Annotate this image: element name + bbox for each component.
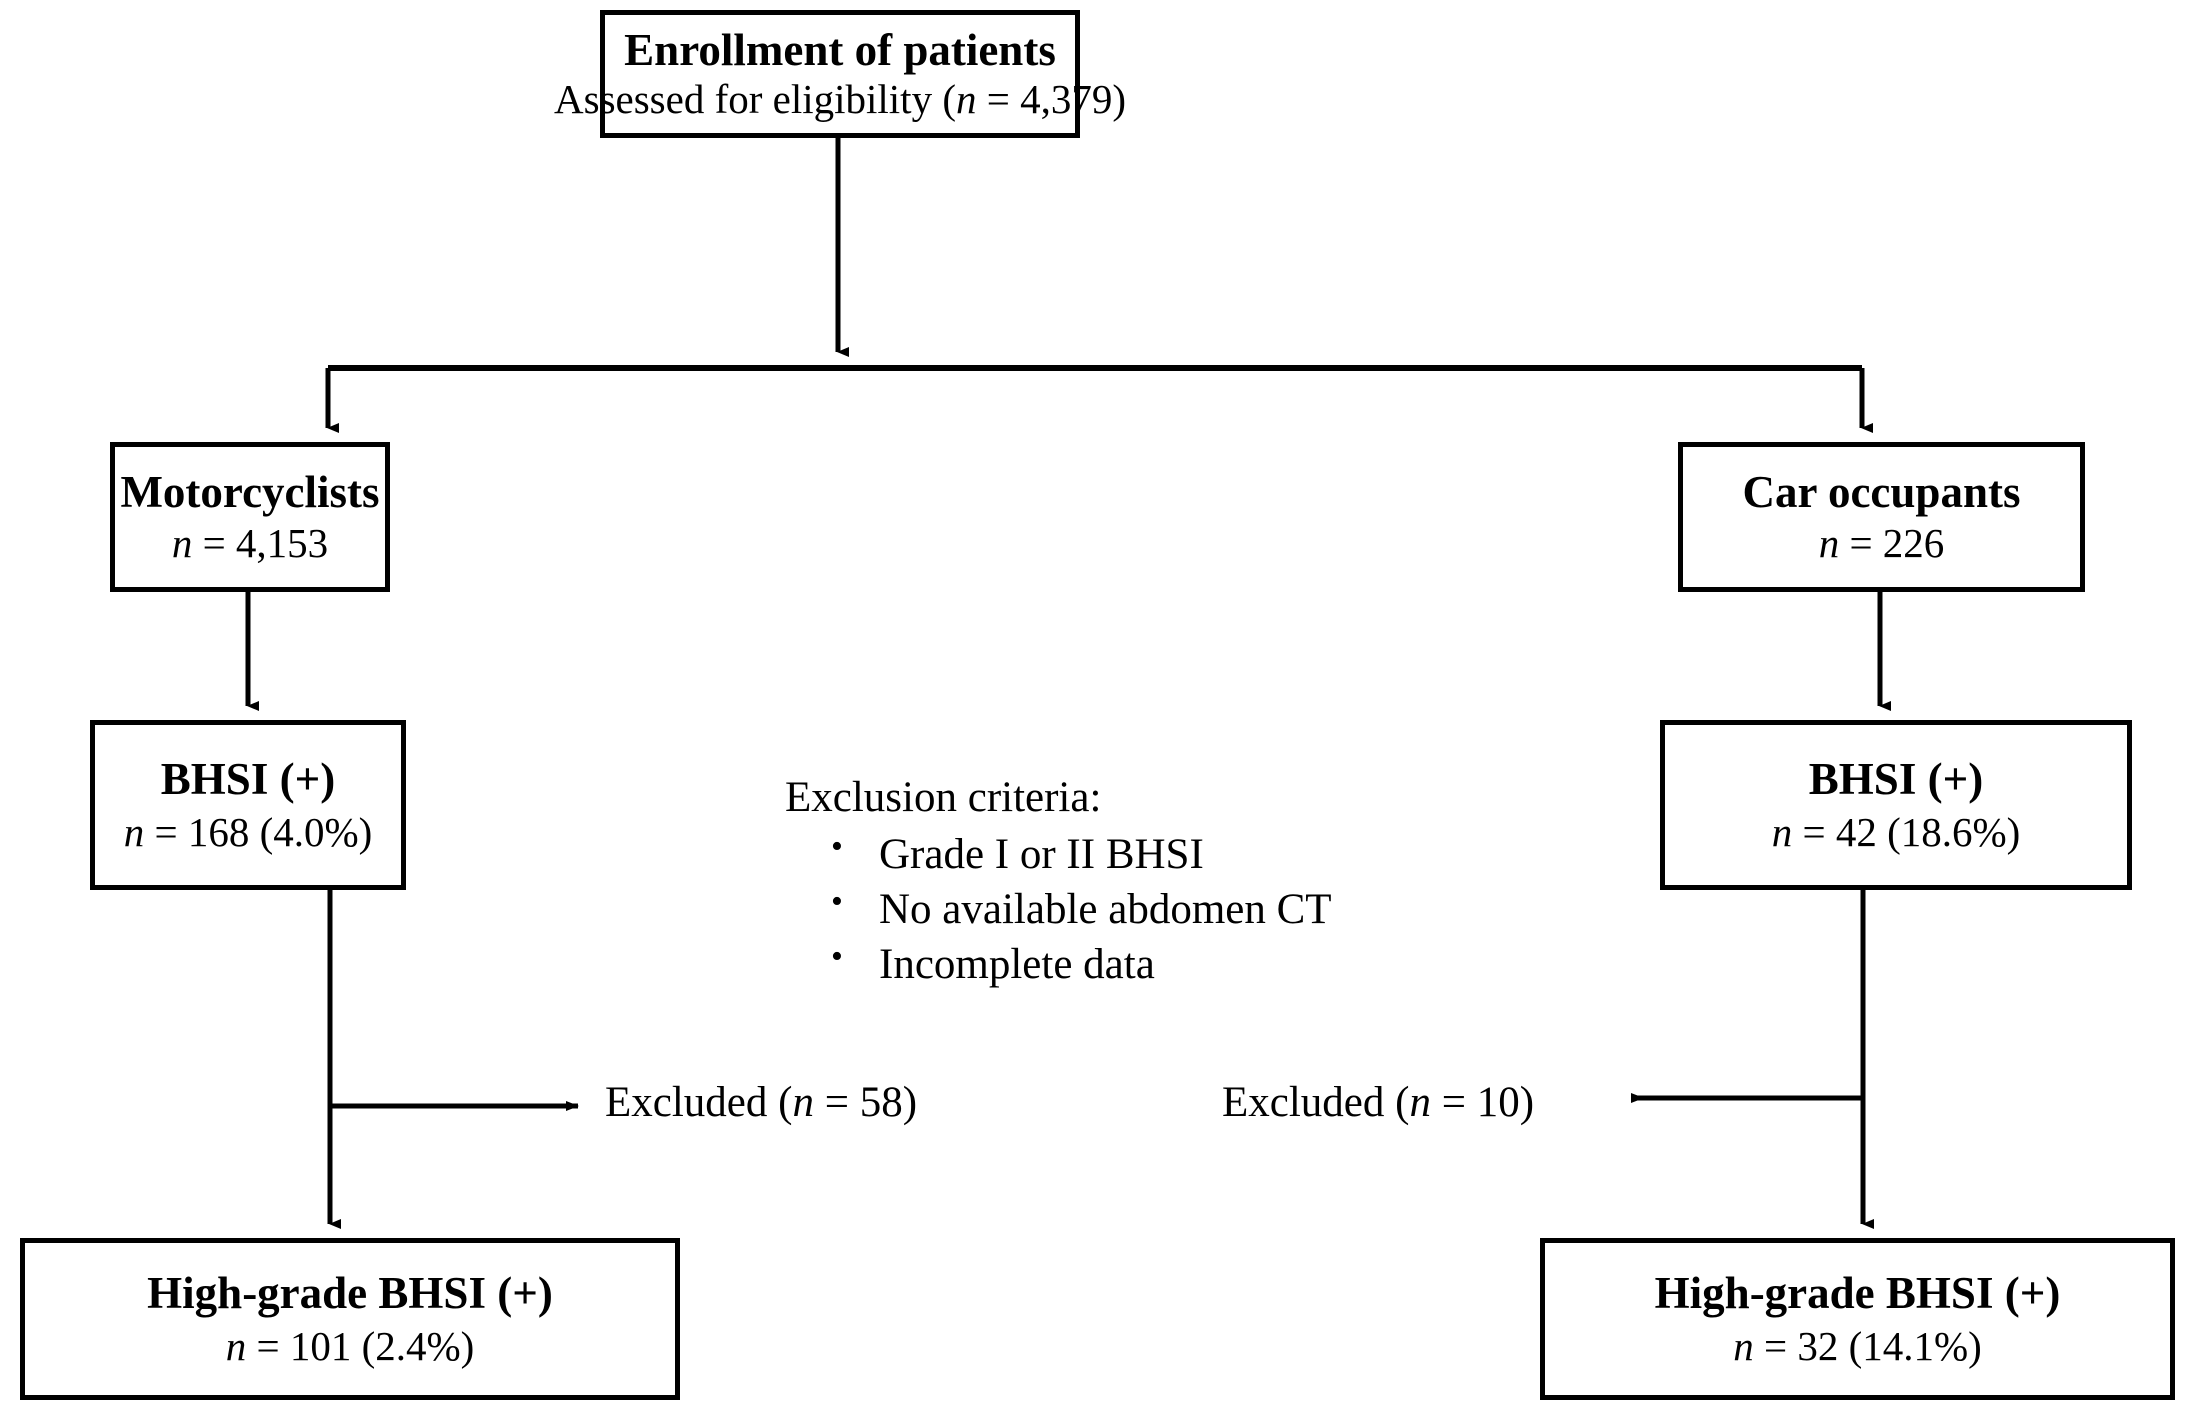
- excluded-right-label: Excluded (n = 10): [1222, 1078, 1534, 1127]
- node-car-occupants-count: n = 226: [1818, 520, 1945, 567]
- node-bhsi-positive-car-occupants: BHSI (+) n = 42 (18.6%): [1660, 720, 2132, 890]
- node-bhsi-left-count: n = 168 (4.0%): [123, 809, 373, 856]
- exclusion-criteria-block: Exclusion criteria: • Grade I or II BHSI…: [785, 770, 1425, 992]
- exclusion-criteria-heading: Exclusion criteria:: [785, 774, 1102, 821]
- node-bhsi-right-count: n = 42 (18.6%): [1771, 809, 2021, 856]
- node-car-occupants-title: Car occupants: [1742, 466, 2021, 517]
- exclusion-criteria-list: • Grade I or II BHSI • No available abdo…: [785, 827, 1425, 992]
- node-bhsi-right-title: BHSI (+): [1808, 753, 1984, 804]
- node-highgrade-left-title: High-grade BHSI (+): [147, 1267, 553, 1318]
- exclusion-criteria-item-label: Grade I or II BHSI: [879, 831, 1204, 879]
- exclusion-criteria-item: • Grade I or II BHSI: [831, 827, 1425, 882]
- bullet-icon: •: [831, 938, 843, 976]
- node-enrollment-subtitle: Assessed for eligibility (n = 4,379): [554, 76, 1127, 123]
- node-highgrade-right-title: High-grade BHSI (+): [1654, 1267, 2061, 1318]
- node-highgrade-right-count: n = 32 (14.1%): [1733, 1323, 1982, 1370]
- node-motorcyclists-title: Motorcyclists: [120, 466, 380, 517]
- excluded-right-text: Excluded (n = 10): [1222, 1079, 1535, 1126]
- node-high-grade-bhsi-car-occupants: High-grade BHSI (+) n = 32 (14.1%): [1540, 1238, 2175, 1400]
- node-enrollment-title: Enrollment of patients: [624, 24, 1056, 75]
- node-highgrade-left-count: n = 101 (2.4%): [225, 1323, 475, 1370]
- exclusion-criteria-item: • No available abdomen CT: [831, 882, 1425, 937]
- node-motorcyclists-count: n = 4,153: [171, 520, 329, 567]
- excluded-left-label: Excluded (n = 58): [605, 1078, 917, 1127]
- bullet-icon: •: [831, 828, 843, 866]
- node-motorcyclists: Motorcyclists n = 4,153: [110, 442, 390, 592]
- node-enrollment: Enrollment of patients Assessed for elig…: [554, 10, 1126, 138]
- node-bhsi-left-title: BHSI (+): [160, 753, 336, 804]
- exclusion-criteria-item-label: No available abdomen CT: [879, 886, 1332, 934]
- node-high-grade-bhsi-motorcyclists: High-grade BHSI (+) n = 101 (2.4%): [20, 1238, 680, 1400]
- exclusion-criteria-item-label: Incomplete data: [879, 941, 1155, 989]
- excluded-left-text: Excluded (n = 58): [605, 1079, 918, 1126]
- exclusion-criteria-item: • Incomplete data: [831, 937, 1425, 992]
- bullet-icon: •: [831, 883, 843, 921]
- node-car-occupants: Car occupants n = 226: [1678, 442, 2085, 592]
- node-bhsi-positive-motorcyclists: BHSI (+) n = 168 (4.0%): [90, 720, 406, 890]
